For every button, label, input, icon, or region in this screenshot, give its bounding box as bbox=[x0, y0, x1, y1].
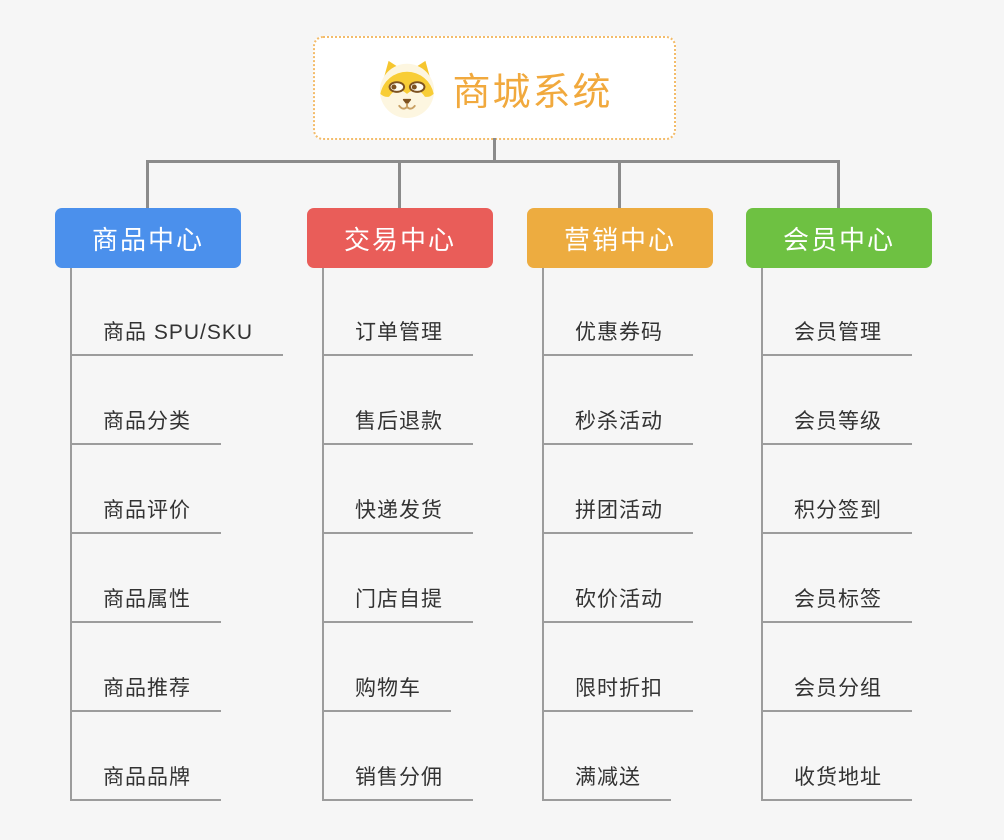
connector-bus bbox=[146, 160, 840, 163]
leaf-node[interactable]: 收货地址 bbox=[761, 761, 912, 801]
leaf-node[interactable]: 满减送 bbox=[542, 761, 671, 801]
branch-node-member-center[interactable]: 会员中心 bbox=[746, 208, 932, 268]
connector-drop-trade bbox=[398, 160, 401, 208]
leaf-node[interactable]: 拼团活动 bbox=[542, 494, 693, 534]
leaf-node[interactable]: 订单管理 bbox=[322, 316, 473, 356]
branch-node-product-center[interactable]: 商品中心 bbox=[55, 208, 241, 268]
branch-leaves: 优惠券码 秒杀活动 拼团活动 砍价活动 限时折扣 满减送 bbox=[542, 267, 693, 801]
leaf-node[interactable]: 限时折扣 bbox=[542, 672, 693, 712]
leaf-node[interactable]: 秒杀活动 bbox=[542, 405, 693, 445]
leaf-node[interactable]: 售后退款 bbox=[322, 405, 473, 445]
leaf-node[interactable]: 优惠券码 bbox=[542, 316, 693, 356]
connector-drop-marketing bbox=[618, 160, 621, 208]
leaf-node[interactable]: 商品品牌 bbox=[70, 761, 221, 801]
leaf-node[interactable]: 商品分类 bbox=[70, 405, 221, 445]
root-node[interactable]: 商城系统 bbox=[313, 36, 676, 140]
leaf-node[interactable]: 会员管理 bbox=[761, 316, 912, 356]
branch-trunk bbox=[542, 268, 544, 801]
leaf-node[interactable]: 商品评价 bbox=[70, 494, 221, 534]
branch-trunk bbox=[761, 268, 763, 801]
leaf-node[interactable]: 门店自提 bbox=[322, 583, 473, 623]
branch-trunk bbox=[70, 268, 72, 801]
leaf-node[interactable]: 会员分组 bbox=[761, 672, 912, 712]
branch-node-marketing-center[interactable]: 营销中心 bbox=[527, 208, 713, 268]
branch-leaves: 订单管理 售后退款 快递发货 门店自提 购物车 销售分佣 bbox=[322, 267, 473, 801]
leaf-node[interactable]: 销售分佣 bbox=[322, 761, 473, 801]
dog-face-icon bbox=[380, 60, 435, 119]
branch-leaves: 会员管理 会员等级 积分签到 会员标签 会员分组 收货地址 bbox=[761, 267, 912, 801]
leaf-node[interactable]: 商品属性 bbox=[70, 583, 221, 623]
branch-trunk bbox=[322, 268, 324, 801]
connector-root-stem bbox=[493, 138, 496, 162]
leaf-node[interactable]: 商品 SPU/SKU bbox=[70, 316, 284, 356]
connector-drop-product bbox=[146, 160, 149, 208]
leaf-node[interactable]: 会员标签 bbox=[761, 583, 912, 623]
leaf-node[interactable]: 积分签到 bbox=[761, 494, 912, 534]
leaf-node[interactable]: 会员等级 bbox=[761, 405, 912, 445]
branch-leaves: 商品 SPU/SKU 商品分类 商品评价 商品属性 商品推荐 商品品牌 bbox=[70, 267, 284, 801]
leaf-node[interactable]: 砍价活动 bbox=[542, 583, 693, 623]
root-title: 商城系统 bbox=[452, 71, 613, 114]
leaf-node[interactable]: 商品推荐 bbox=[70, 672, 221, 712]
connector-drop-member bbox=[837, 160, 840, 208]
leaf-node[interactable]: 快递发货 bbox=[322, 494, 473, 534]
branch-node-trade-center[interactable]: 交易中心 bbox=[307, 208, 493, 268]
leaf-node[interactable]: 购物车 bbox=[322, 672, 451, 712]
